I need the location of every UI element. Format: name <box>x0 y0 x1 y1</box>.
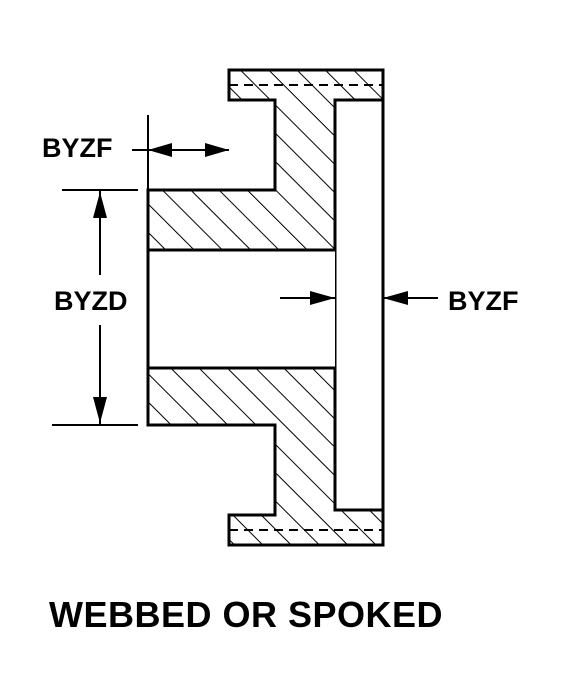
flange-width-dimension <box>132 143 229 157</box>
web-width-label: BYZF <box>448 286 519 316</box>
bore-diameter-label: BYZD <box>54 286 128 316</box>
web-width-dimension <box>280 291 438 305</box>
bore <box>148 250 335 368</box>
web-gap <box>333 98 385 512</box>
bore-diameter-dimension <box>93 190 107 425</box>
flange-width-label: BYZF <box>42 133 113 163</box>
diagram-caption: WEBBED OR SPOKED <box>49 594 443 635</box>
